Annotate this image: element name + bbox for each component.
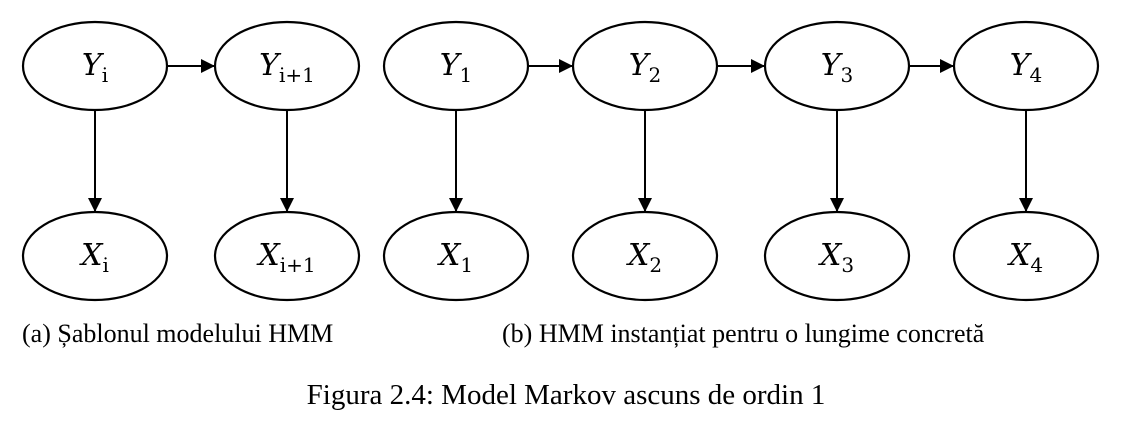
- figure-caption: Figura 2.4: Model Markov ascuns de ordin…: [306, 379, 826, 411]
- node-label: Xi: [79, 238, 109, 277]
- node-ellipse: [763, 210, 911, 302]
- node-Xi: Xi: [21, 210, 169, 302]
- node-X3: X3: [763, 210, 911, 302]
- node-ellipse: [21, 20, 169, 112]
- node-label: X3: [818, 238, 854, 277]
- subcaption-a: (a) Șablonul modelului HMM: [22, 319, 334, 348]
- node-label: X2: [626, 238, 662, 277]
- node-ellipse: [382, 20, 530, 112]
- node-Yi: Yi: [21, 20, 169, 112]
- node-label: X1: [437, 238, 473, 277]
- node-ellipse: [213, 20, 361, 112]
- node-label: X4: [1007, 238, 1043, 277]
- node-Y4: Y4: [952, 20, 1100, 112]
- node-label: Y1: [440, 48, 473, 87]
- node-X4: X4: [952, 210, 1100, 302]
- node-ellipse: [382, 210, 530, 302]
- node-ellipse: [571, 210, 719, 302]
- node-ellipse: [952, 210, 1100, 302]
- edges: [88, 59, 1033, 212]
- node-ellipse: [21, 210, 169, 302]
- node-X1: X1: [382, 210, 530, 302]
- node-ellipse: [952, 20, 1100, 112]
- node-X2: X2: [571, 210, 719, 302]
- node-Y1: Y1: [382, 20, 530, 112]
- node-label: Yi+1: [259, 48, 315, 87]
- node-label: Y2: [629, 48, 662, 87]
- node-label: Xi+1: [256, 238, 315, 277]
- node-Y2: Y2: [571, 20, 719, 112]
- node-Yi1: Yi+1: [213, 20, 361, 112]
- node-Y3: Y3: [763, 20, 911, 112]
- node-label: Y4: [1010, 48, 1043, 87]
- node-ellipse: [571, 20, 719, 112]
- node-label: Y3: [821, 48, 854, 87]
- node-Xi1: Xi+1: [213, 210, 361, 302]
- node-label: Yi: [82, 48, 108, 87]
- subcaption-b: (b) HMM instanțiat pentru o lungime conc…: [502, 319, 985, 348]
- node-ellipse: [763, 20, 911, 112]
- node-ellipse: [213, 210, 361, 302]
